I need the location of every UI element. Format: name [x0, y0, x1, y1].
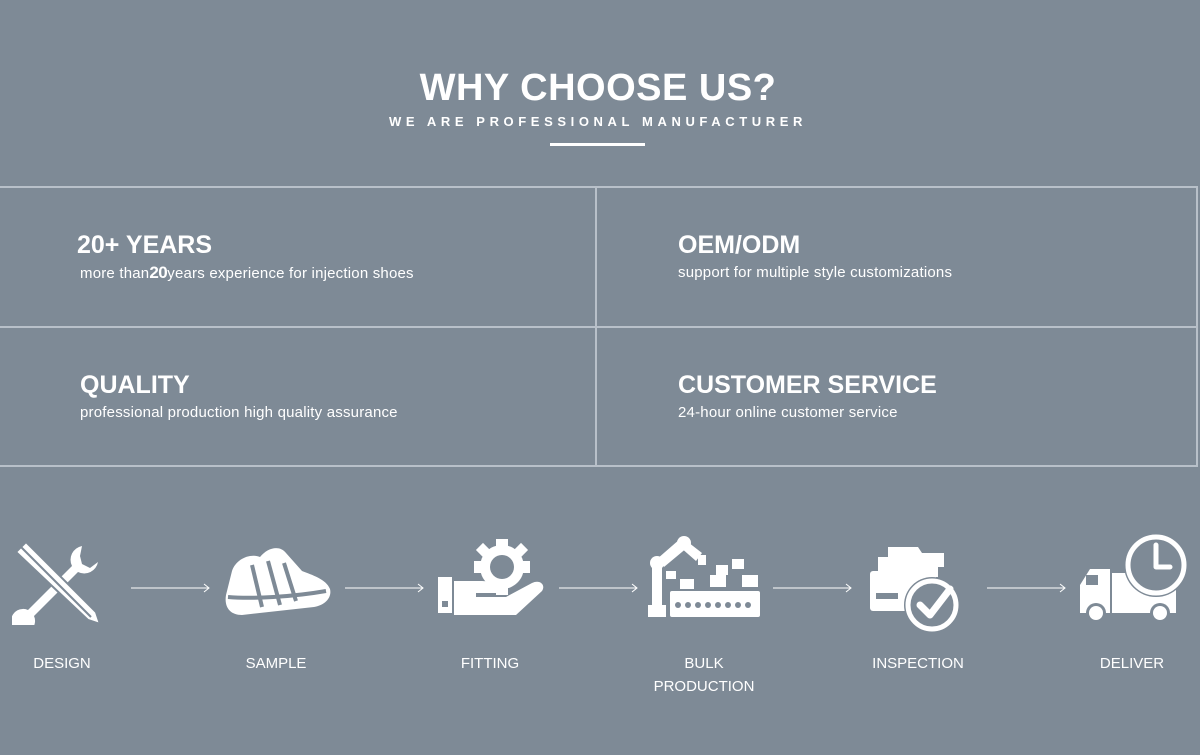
process-label-sample: SAMPLE	[245, 655, 307, 672]
feature-title: CUSTOMER SERVICE	[678, 371, 937, 399]
section-subtitle: WE ARE PROFESSIONAL MANUFACTURER	[388, 114, 808, 129]
process-label-deliver: DELIVER	[1099, 655, 1165, 672]
feature-oem: OEM/ODM support for multiple style custo…	[678, 230, 1198, 283]
hand-gear-icon	[438, 539, 544, 615]
feature-desc: 24-hour online customer service	[678, 404, 898, 421]
process-label-line: BULK	[684, 655, 724, 672]
grid-divider-horizontal	[0, 326, 1196, 328]
arrow-right-icon	[559, 583, 638, 593]
feature-desc-text: years experience for injection shoes	[167, 265, 414, 282]
features-grid: 20+ YEARS more than20years experience fo…	[0, 186, 1198, 467]
feature-years: 20+ YEARS more than20years experience fo…	[77, 230, 597, 284]
feature-customer-service: CUSTOMER SERVICE 24-hour online customer…	[678, 370, 1198, 423]
feature-desc: support for multiple style customization…	[678, 264, 953, 281]
robot-arm-conveyor-icon	[648, 536, 760, 617]
feature-title: OEM/ODM	[678, 231, 801, 259]
folder-check-icon	[870, 547, 960, 633]
feature-desc-number: 20	[149, 263, 168, 282]
section-title: WHY CHOOSE US?	[419, 67, 777, 109]
process-label-bulk-production: BULK PRODUCTION	[624, 652, 784, 698]
feature-title: 20+ YEARS	[77, 231, 213, 259]
pencil-wrench-icon	[12, 540, 102, 625]
arrow-right-icon	[987, 583, 1066, 593]
arrow-right-icon	[131, 583, 210, 593]
feature-desc-text: more than	[80, 265, 150, 282]
title-underline	[550, 143, 645, 146]
feature-title: QUALITY	[80, 371, 190, 399]
feature-quality: QUALITY professional production high qua…	[80, 370, 600, 423]
truck-clock-icon	[1080, 533, 1188, 623]
feature-desc: more than20years experience for injectio…	[77, 263, 597, 284]
process-label-fitting: FITTING	[460, 655, 520, 672]
shoe-icon	[225, 548, 331, 615]
process-label-line: PRODUCTION	[653, 678, 755, 695]
process-label-inspection: INSPECTION	[872, 655, 964, 672]
arrow-right-icon	[345, 583, 424, 593]
feature-desc: professional production high quality ass…	[80, 404, 398, 421]
process-label-design: DESIGN	[33, 655, 91, 672]
arrow-right-icon	[773, 583, 852, 593]
